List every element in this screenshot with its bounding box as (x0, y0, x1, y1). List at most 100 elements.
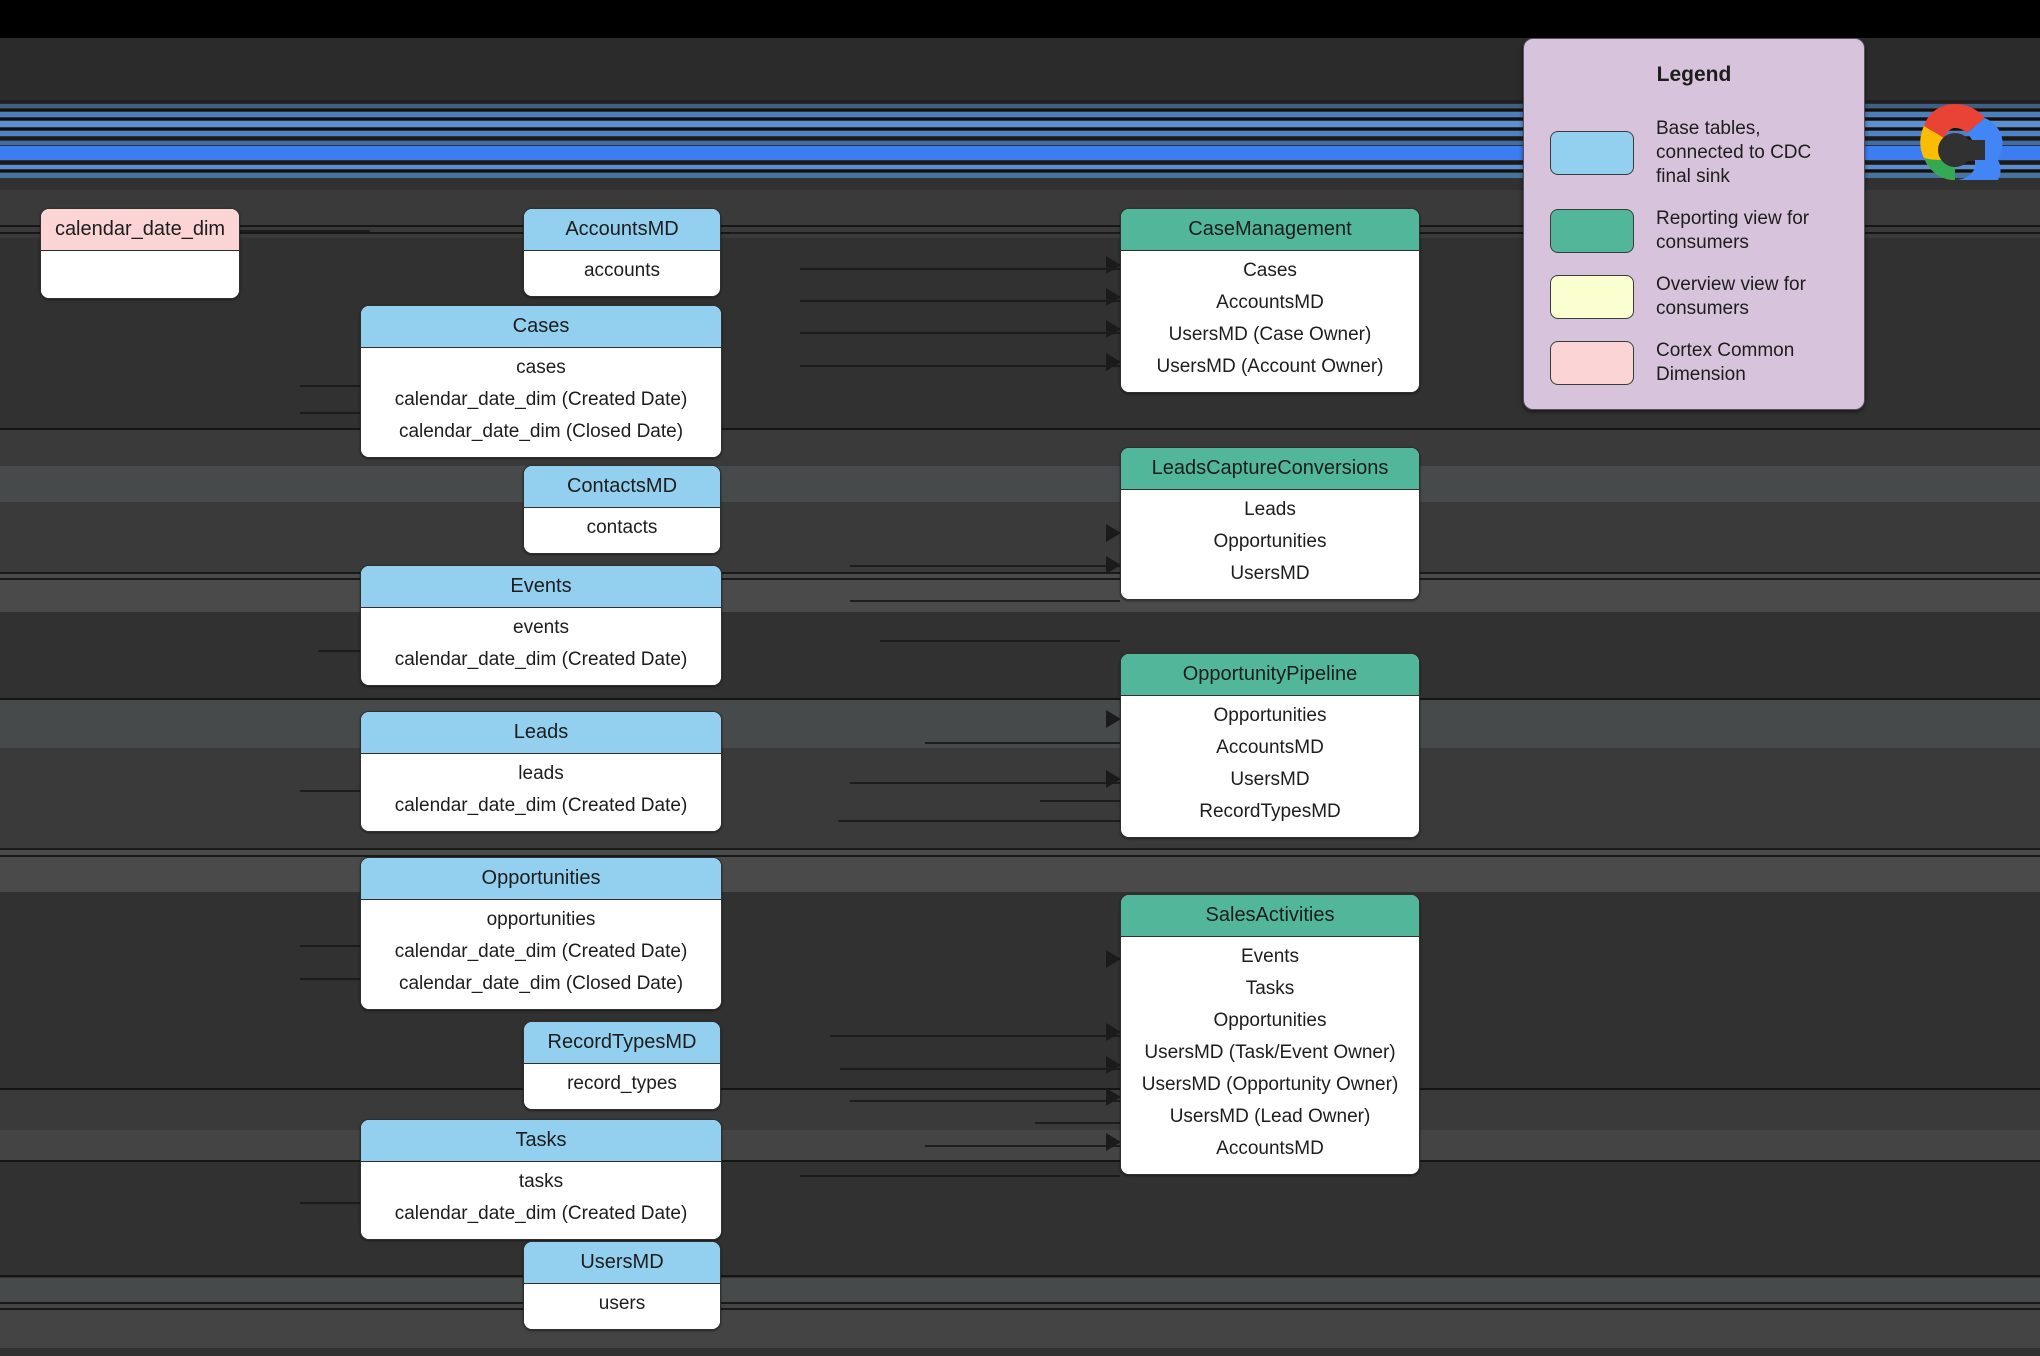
node-body: Events Tasks Opportunities UsersMD (Task… (1121, 937, 1419, 1174)
node-title: AccountsMD (524, 209, 720, 251)
connector-arrow (1106, 556, 1121, 574)
node-row: AccountsMD (1216, 292, 1324, 313)
connector-arrow (1106, 1088, 1121, 1106)
node-RecordTypesMD[interactable]: RecordTypesMD record_types (523, 1021, 721, 1110)
node-row: tasks (518, 1171, 564, 1192)
node-body: leads calendar_date_dim (Created Date) (361, 754, 721, 831)
node-title: CaseManagement (1121, 209, 1419, 251)
node-row: Opportunities (1213, 1010, 1327, 1031)
node-body: Opportunities AccountsMD UsersMD RecordT… (1121, 696, 1419, 837)
node-row: calendar_date_dim (Closed Date) (398, 973, 684, 994)
node-LeadsCaptureConversions[interactable]: LeadsCaptureConversions Leads Opportunit… (1120, 447, 1420, 600)
node-AccountsMD[interactable]: AccountsMD accounts (523, 208, 721, 297)
node-title: OpportunityPipeline (1121, 654, 1419, 696)
node-row: contacts (586, 517, 658, 538)
legend-swatch-reporting-view (1550, 209, 1634, 253)
legend-item: Cortex Common Dimension (1550, 339, 1838, 387)
node-row: calendar_date_dim (Created Date) (394, 941, 688, 962)
node-SalesActivities[interactable]: SalesActivities Events Tasks Opportuniti… (1120, 894, 1420, 1175)
connector-arrow (1106, 320, 1121, 338)
node-calendar_date_dim[interactable]: calendar_date_dim (40, 208, 240, 299)
node-CaseManagement[interactable]: CaseManagement Cases AccountsMD UsersMD … (1120, 208, 1420, 393)
node-row: cases (516, 357, 566, 378)
node-row: UsersMD (Task/Event Owner) (1144, 1042, 1396, 1063)
node-row: Leads (1244, 499, 1296, 520)
node-row: calendar_date_dim (Created Date) (394, 389, 688, 410)
node-body: tasks calendar_date_dim (Created Date) (361, 1162, 721, 1239)
node-row: RecordTypesMD (1199, 801, 1341, 822)
connector-arrow (1106, 353, 1121, 371)
node-Leads[interactable]: Leads leads calendar_date_dim (Created D… (360, 711, 722, 832)
legend-swatch-base-tables (1550, 131, 1634, 175)
node-title: Tasks (361, 1120, 721, 1162)
node-body: cases calendar_date_dim (Created Date) c… (361, 348, 721, 457)
connector-arrow (1106, 1056, 1121, 1074)
node-title: LeadsCaptureConversions (1121, 448, 1419, 490)
node-row: AccountsMD (1216, 737, 1324, 758)
node-Tasks[interactable]: Tasks tasks calendar_date_dim (Created D… (360, 1119, 722, 1240)
node-row: users (598, 1293, 646, 1314)
node-title: Events (361, 566, 721, 608)
node-Events[interactable]: Events events calendar_date_dim (Created… (360, 565, 722, 686)
node-row: UsersMD (Case Owner) (1168, 324, 1372, 345)
node-row: leads (518, 763, 564, 784)
node-Cases[interactable]: Cases cases calendar_date_dim (Created D… (360, 305, 722, 458)
legend-label: Cortex Common Dimension (1656, 340, 1795, 385)
node-body: accounts (524, 251, 720, 296)
node-row: calendar_date_dim (Created Date) (394, 649, 688, 670)
connector-arrow (1106, 524, 1121, 542)
node-ContactsMD[interactable]: ContactsMD contacts (523, 465, 721, 554)
legend-swatch-cortex-dimension (1550, 341, 1634, 385)
node-UsersMD[interactable]: UsersMD users (523, 1241, 721, 1330)
node-row: calendar_date_dim (Created Date) (394, 795, 688, 816)
node-row: calendar_date_dim (Closed Date) (398, 421, 684, 442)
legend-title: Legend (1656, 63, 1732, 86)
node-row: UsersMD (Opportunity Owner) (1141, 1074, 1399, 1095)
node-body: contacts (524, 508, 720, 553)
legend-panel: Legend Base tables, connected to CDC fin… (1523, 38, 1865, 410)
connector-arrow (1106, 288, 1121, 306)
node-Opportunities[interactable]: Opportunities opportunities calendar_dat… (360, 857, 722, 1010)
node-title: ContactsMD (524, 466, 720, 508)
node-title: UsersMD (524, 1242, 720, 1284)
legend-label: Overview view for consumers (1656, 274, 1806, 319)
node-body: record_types (524, 1064, 720, 1109)
connector-arrow (1106, 1133, 1121, 1151)
legend-label: Base tables, connected to CDC final sink (1656, 118, 1812, 187)
node-body: users (524, 1284, 720, 1329)
node-body: Leads Opportunities UsersMD (1121, 490, 1419, 599)
node-body: events calendar_date_dim (Created Date) (361, 608, 721, 685)
legend-item: Overview view for consumers (1550, 273, 1838, 321)
node-row: Opportunities (1213, 531, 1327, 552)
node-row: events (513, 617, 569, 638)
connector-arrow (1106, 770, 1121, 788)
node-row: accounts (583, 260, 661, 281)
google-cloud-logo (1900, 98, 2010, 199)
node-OpportunityPipeline[interactable]: OpportunityPipeline Opportunities Accoun… (1120, 653, 1420, 838)
node-title: Cases (361, 306, 721, 348)
node-row: Cases (1243, 260, 1297, 281)
node-row: calendar_date_dim (Created Date) (394, 1203, 688, 1224)
node-row: UsersMD (Lead Owner) (1169, 1106, 1371, 1127)
node-row: AccountsMD (1216, 1138, 1324, 1159)
legend-item: Base tables, connected to CDC final sink (1550, 117, 1838, 189)
node-title: Leads (361, 712, 721, 754)
node-row: record_types (567, 1073, 677, 1094)
node-title: Opportunities (361, 858, 721, 900)
node-row: opportunities (486, 909, 596, 930)
node-row: UsersMD (1230, 563, 1310, 584)
node-title: RecordTypesMD (524, 1022, 720, 1064)
legend-label: Reporting view for consumers (1656, 208, 1810, 253)
node-title: SalesActivities (1121, 895, 1419, 937)
legend-swatch-overview-view (1550, 275, 1634, 319)
node-row: UsersMD (1230, 769, 1310, 790)
legend-item: Reporting view for consumers (1550, 207, 1838, 255)
node-body (41, 251, 239, 298)
node-row: Opportunities (1213, 705, 1327, 726)
google-cloud-logo-icon (1920, 104, 2003, 180)
node-title: calendar_date_dim (41, 209, 239, 251)
node-row: Tasks (1245, 978, 1295, 999)
node-body: Cases AccountsMD UsersMD (Case Owner) Us… (1121, 251, 1419, 392)
node-row: UsersMD (Account Owner) (1156, 356, 1384, 377)
